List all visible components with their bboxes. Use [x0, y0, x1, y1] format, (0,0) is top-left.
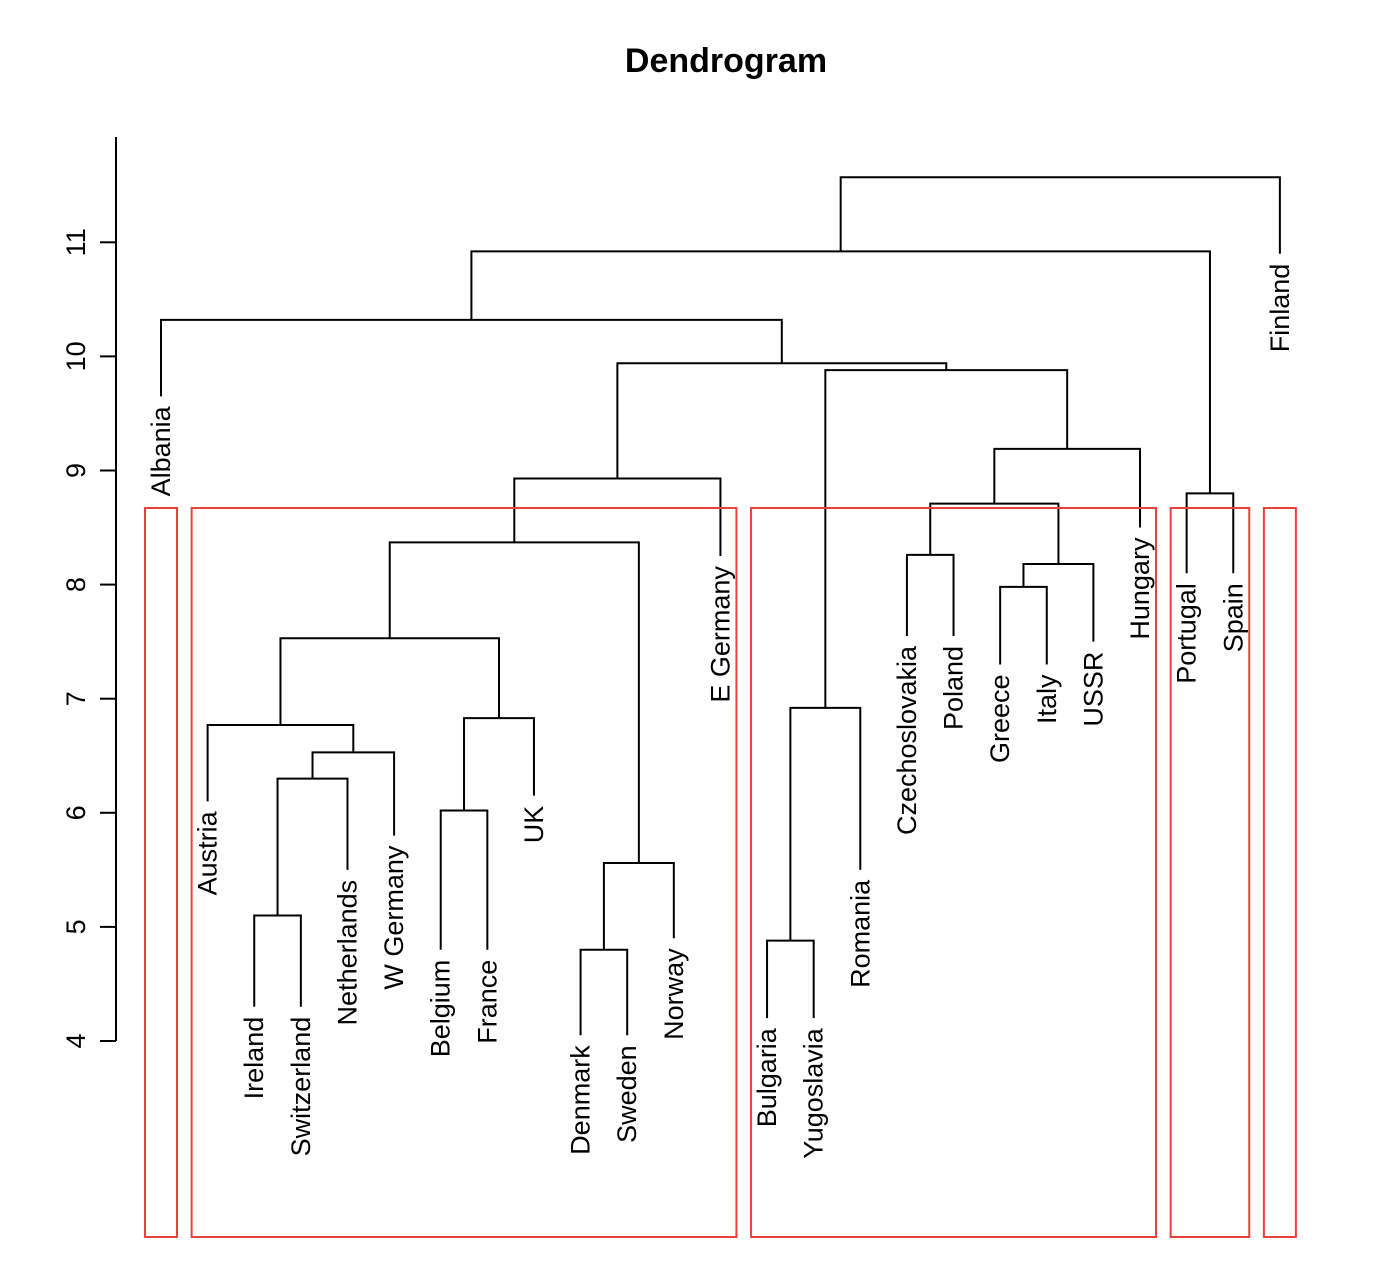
cluster-box — [144, 507, 178, 1238]
leaf-label: W Germany — [379, 845, 409, 990]
leaf-label: Italy — [1032, 674, 1062, 724]
y-tick-label: 8 — [61, 577, 91, 592]
cluster-box — [1262, 507, 1297, 1238]
dendrogram-link — [999, 585, 1048, 665]
y-axis: 4 5 6 7 8 9 10 11 — [61, 137, 117, 1049]
dendrogram-link — [470, 250, 1211, 494]
y-tick-label: 9 — [61, 463, 91, 478]
dendrogram-link — [253, 914, 302, 1007]
y-tick-label: 7 — [61, 691, 91, 706]
leaf-label: Finland — [1265, 264, 1295, 353]
cluster-box — [190, 507, 738, 1238]
dendrogram-link — [579, 948, 629, 1036]
leaf-label: Greece — [985, 674, 1015, 763]
dendrogram-link — [513, 477, 722, 557]
y-tick-label: 10 — [61, 341, 91, 371]
leaf-label: USSR — [1078, 652, 1108, 727]
y-tick-label: 5 — [61, 919, 91, 934]
leaf-label: Hungary — [1125, 537, 1155, 640]
dendrogram-link — [766, 939, 815, 1019]
y-tick-label: 4 — [61, 1033, 91, 1048]
dendrogram-tree — [160, 176, 1281, 1036]
leaf-label: Sweden — [612, 1045, 642, 1143]
leaf-label: Bulgaria — [752, 1027, 782, 1127]
dendrogram-link — [206, 723, 355, 802]
leaf-label: Switzerland — [286, 1017, 316, 1157]
leaf-label: Netherlands — [332, 880, 362, 1026]
leaf-label: France — [472, 960, 502, 1044]
leaf-label: Belgium — [426, 960, 456, 1058]
cluster-box — [750, 507, 1158, 1238]
leaf-label: Austria — [193, 810, 223, 895]
leaf-label: Spain — [1218, 583, 1248, 652]
dendrogram-link — [602, 862, 675, 950]
leaf-label: Romania — [845, 879, 875, 988]
dendrogram-link — [993, 447, 1142, 528]
dendrogram-link — [616, 362, 948, 479]
leaf-label: Yugoslavia — [799, 1027, 829, 1159]
dendrogram-link — [279, 637, 500, 725]
leaf-label: Portugal — [1172, 583, 1202, 684]
leaf-label: Norway — [659, 948, 689, 1040]
dendrogram-link — [311, 751, 396, 836]
dendrogram-link — [463, 717, 535, 811]
dendrogram-link — [1022, 563, 1095, 642]
y-tick-label: 6 — [61, 805, 91, 820]
leaf-label: Czechoslovakia — [892, 645, 922, 835]
dendrogram-link — [388, 541, 640, 864]
leaf-label: UK — [519, 806, 549, 844]
leaf-label: Poland — [939, 646, 969, 730]
cluster-boxes — [144, 507, 1297, 1238]
y-tick-label: 11 — [61, 228, 91, 256]
dendrogram-link — [905, 553, 955, 636]
dendrogram-link — [160, 318, 783, 397]
chart-title: Dendrogram — [625, 42, 827, 80]
leaf-label: E Germany — [705, 566, 735, 703]
dendrogram-link — [1185, 492, 1235, 574]
leaf-label: Ireland — [239, 1017, 269, 1100]
dendrogram-link — [439, 809, 489, 950]
leaf-label: Albania — [146, 405, 176, 496]
cluster-box — [1169, 507, 1251, 1238]
dendrogram-link — [839, 176, 1281, 254]
leaf-label: Denmark — [566, 1045, 596, 1155]
